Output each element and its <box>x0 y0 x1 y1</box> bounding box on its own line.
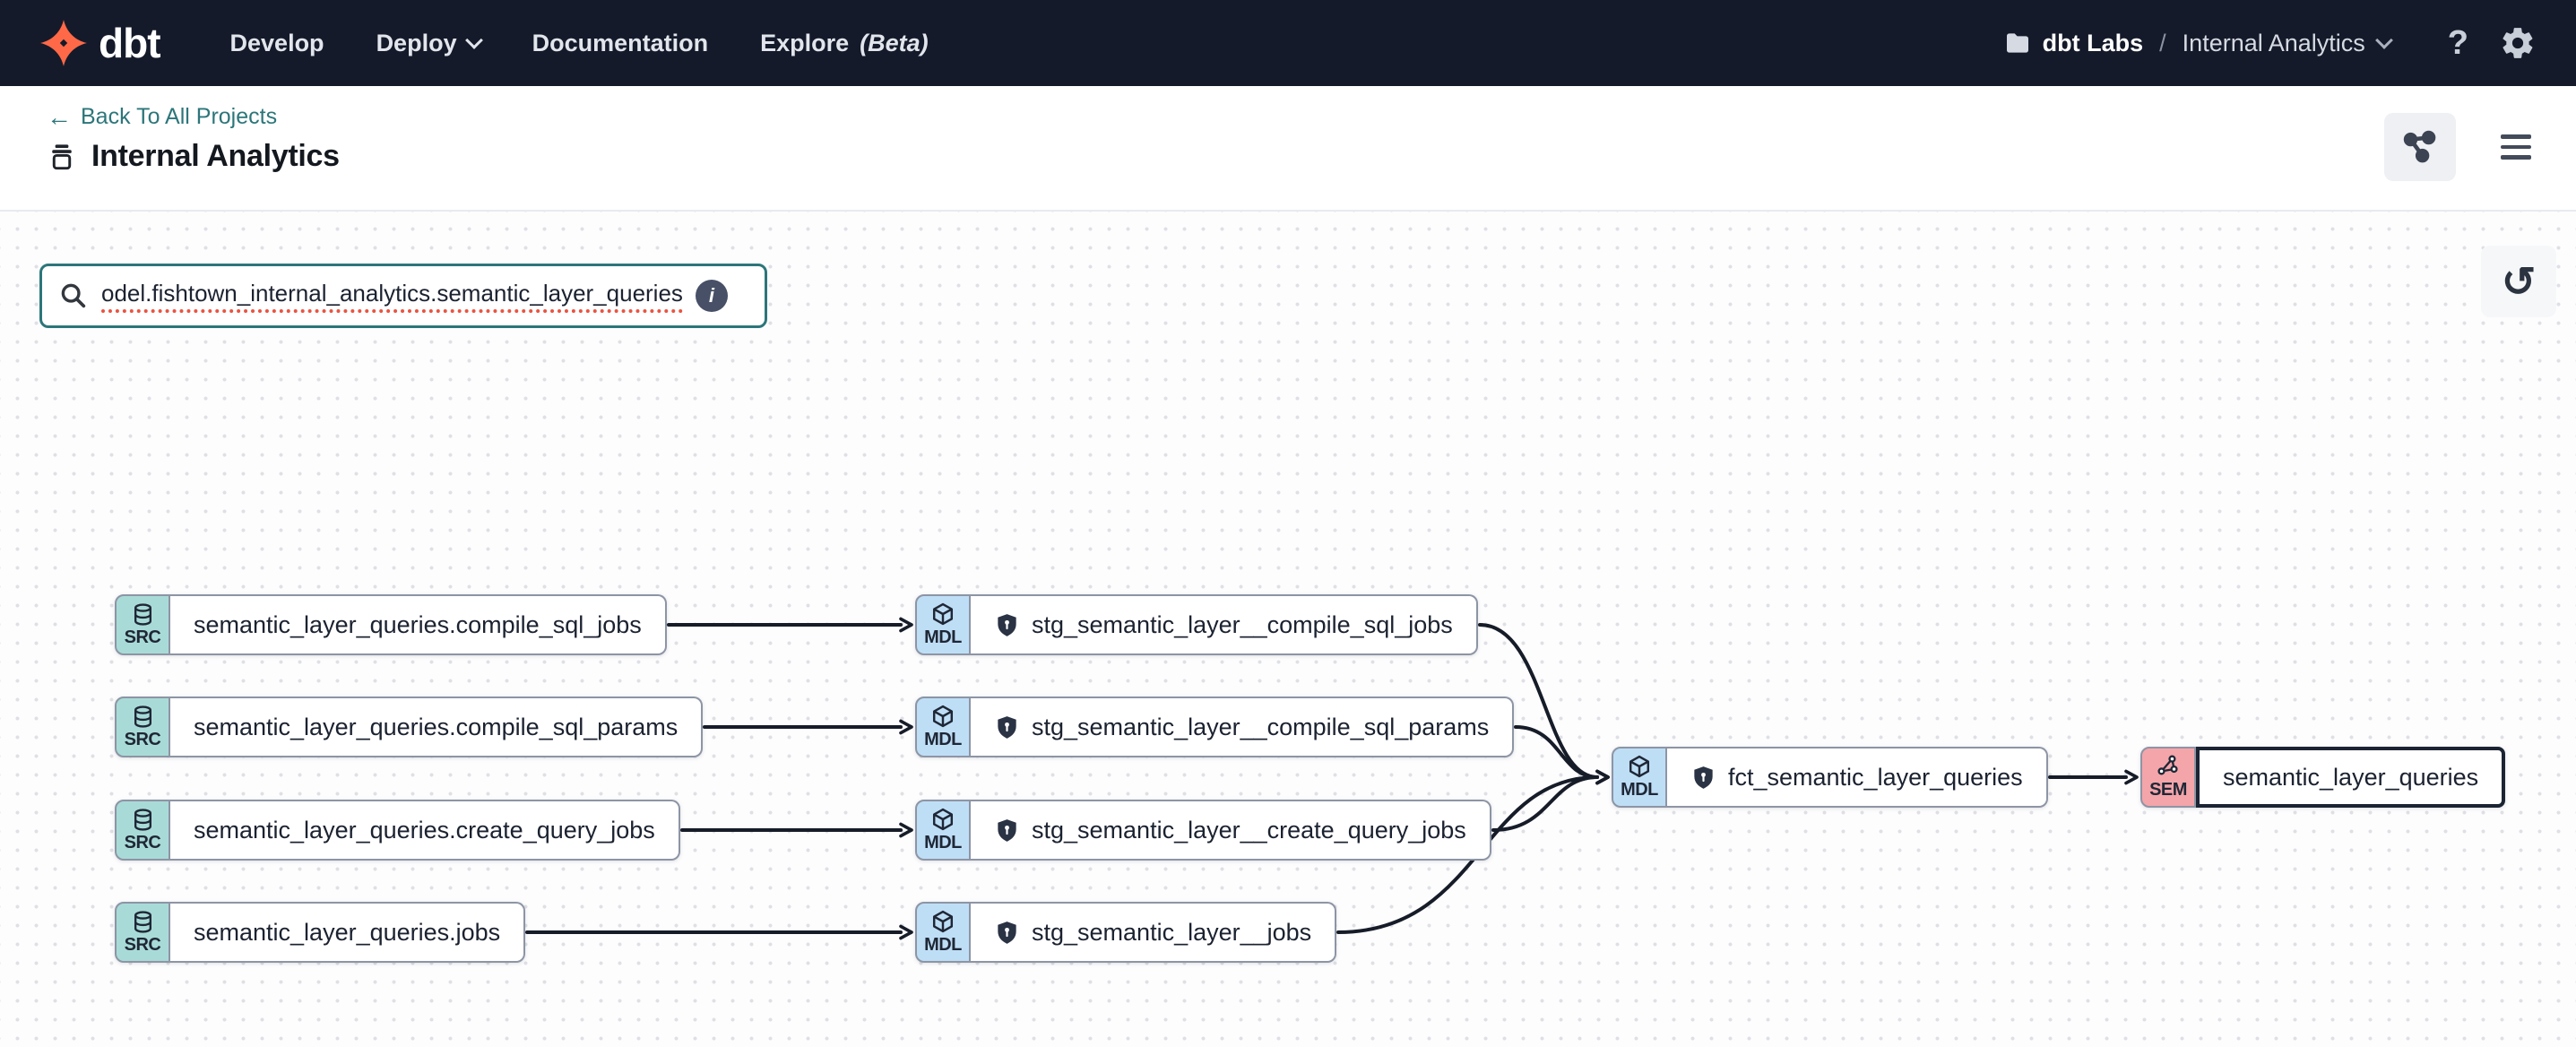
page-title: Internal Analytics <box>91 139 340 173</box>
nav-item-documentation[interactable]: Documentation <box>532 29 709 56</box>
graph-node-sem_semantic_layer_queries[interactable]: SEM semantic_layer_queries <box>2140 747 2506 808</box>
database-icon <box>134 910 151 933</box>
node-type-label: MDL <box>924 833 962 852</box>
node-type-label: SRC <box>124 729 161 749</box>
node-type-badge: MDL <box>1612 747 1667 808</box>
nav-item-deploy[interactable]: Deploy <box>376 30 483 57</box>
node-type-badge: SRC <box>115 800 170 861</box>
lineage-view-button[interactable] <box>2384 113 2456 181</box>
reset-view-button[interactable]: ↺ <box>2481 246 2556 317</box>
cube-icon <box>932 808 954 831</box>
lineage-canvas[interactable]: odel.fishtown_internal_analytics.semanti… <box>0 212 2576 1047</box>
cube-icon <box>932 602 954 626</box>
node-label: stg_semantic_layer__compile_sql_params <box>971 697 1515 757</box>
graph-node-stg_compile_sql_params[interactable]: MDL stg_semantic_layer__compile_sql_param… <box>915 697 1515 757</box>
page-header: ← Back To All Projects Internal Analytic… <box>0 86 2576 212</box>
graph-node-src_create_query_jobs[interactable]: SRC semantic_layer_queries.create_query_j… <box>115 800 680 861</box>
search-input[interactable]: odel.fishtown_internal_analytics.semanti… <box>39 264 767 328</box>
dbt-logo-icon <box>40 20 87 66</box>
help-icon[interactable]: ? <box>2447 23 2468 62</box>
node-type-label: SRC <box>124 627 161 647</box>
node-type-label: SRC <box>124 832 161 852</box>
search-text: odel.fishtown_internal_analytics.semanti… <box>101 280 683 313</box>
node-type-badge: MDL <box>915 594 971 655</box>
database-icon <box>134 602 151 626</box>
org-breadcrumb[interactable]: dbt Labs <box>2003 29 2143 57</box>
lineage-edge-stg_compile_sql_params-to-fct_semantic_layer_queries <box>1514 725 1610 785</box>
dbt-logo[interactable]: dbt <box>39 19 161 67</box>
cube-icon <box>932 705 954 728</box>
lineage-edge-stg_create_query_jobs-to-fct_semantic_layer_queries <box>1491 769 1610 832</box>
shield-icon <box>998 818 1016 842</box>
undo-arrow-icon: ↺ <box>2501 258 2537 305</box>
main-nav: Develop Deploy Documentation Explore(Bet… <box>230 30 929 57</box>
chevron-down-icon <box>464 31 483 49</box>
nav-item-explore[interactable]: Explore(Beta) <box>760 29 929 56</box>
node-type-label: MDL <box>1621 780 1658 800</box>
node-type-label: MDL <box>924 627 962 647</box>
shield-icon <box>998 613 1016 636</box>
graph-node-stg_create_query_jobs[interactable]: MDL stg_semantic_layer__create_query_jobs <box>915 800 1491 861</box>
shield-icon <box>1694 766 1713 789</box>
node-label: stg_semantic_layer__create_query_jobs <box>971 800 1491 861</box>
graph-node-src_compile_sql_params[interactable]: SRC semantic_layer_queries.compile_sql_pa… <box>115 697 704 757</box>
graph-node-fct_semantic_layer_queries[interactable]: MDL fct_semantic_layer_queries <box>1612 747 2048 808</box>
node-type-badge: SRC <box>115 697 170 757</box>
navbar-right: dbt Labs / Internal Analytics ? <box>2003 24 2537 63</box>
node-type-label: MDL <box>924 935 962 955</box>
dbt-logo-text: dbt <box>99 20 161 66</box>
node-label: stg_semantic_layer__jobs <box>971 902 1337 963</box>
node-label: fct_semantic_layer_queries <box>1667 747 2048 808</box>
node-type-badge: SRC <box>115 902 170 963</box>
graph-node-src_jobs[interactable]: SRC semantic_layer_queries.jobs <box>115 902 526 963</box>
node-label: semantic_layer_queries.compile_sql_param… <box>170 697 704 757</box>
node-type-badge: SEM <box>2140 747 2196 808</box>
search-icon <box>61 283 86 308</box>
node-type-badge: SRC <box>115 594 170 655</box>
node-type-label: SEM <box>2149 780 2187 800</box>
node-label: semantic_layer_queries.jobs <box>170 902 526 963</box>
node-type-label: MDL <box>924 730 962 749</box>
shield-icon <box>998 921 1016 944</box>
node-type-badge: MDL <box>915 902 971 963</box>
node-type-label: SRC <box>124 934 161 955</box>
graph-node-stg_compile_sql_jobs[interactable]: MDL stg_semantic_layer__compile_sql_jobs <box>915 594 1478 655</box>
hamburger-menu-button[interactable] <box>2495 129 2537 165</box>
graph-node-stg_jobs[interactable]: MDL stg_semantic_layer__jobs <box>915 902 1337 963</box>
info-icon[interactable]: i <box>695 280 728 312</box>
lineage-graph-icon <box>2403 130 2436 163</box>
breadcrumb-separator: / <box>2159 29 2166 56</box>
database-icon <box>134 705 151 728</box>
shield-icon <box>998 715 1016 739</box>
chevron-down-icon <box>2374 31 2393 49</box>
node-type-badge: MDL <box>915 697 971 757</box>
project-breadcrumb[interactable]: Internal Analytics <box>2183 30 2393 57</box>
back-to-projects-link[interactable]: ← Back To All Projects <box>47 102 278 131</box>
nav-item-develop[interactable]: Develop <box>229 29 324 56</box>
project-jar-icon <box>52 143 72 169</box>
node-label: stg_semantic_layer__compile_sql_jobs <box>971 594 1478 655</box>
node-label: semantic_layer_queries.compile_sql_jobs <box>170 594 667 655</box>
semantic-triangle-icon <box>2157 755 2178 775</box>
node-label: semantic_layer_queries.create_query_jobs <box>170 800 680 861</box>
top-navbar: dbt Develop Deploy Documentation Explore… <box>0 0 2576 86</box>
cube-icon <box>1629 755 1650 778</box>
beta-tag: (Beta) <box>860 29 929 56</box>
folder-icon <box>2006 33 2028 53</box>
database-icon <box>134 808 151 831</box>
left-arrow-icon: ← <box>47 102 72 131</box>
node-label: semantic_layer_queries <box>2196 747 2506 808</box>
gear-icon[interactable] <box>2499 24 2537 62</box>
graph-node-src_compile_sql_jobs[interactable]: SRC semantic_layer_queries.compile_sql_jo… <box>115 594 667 655</box>
node-type-badge: MDL <box>915 800 971 861</box>
cube-icon <box>932 910 954 933</box>
